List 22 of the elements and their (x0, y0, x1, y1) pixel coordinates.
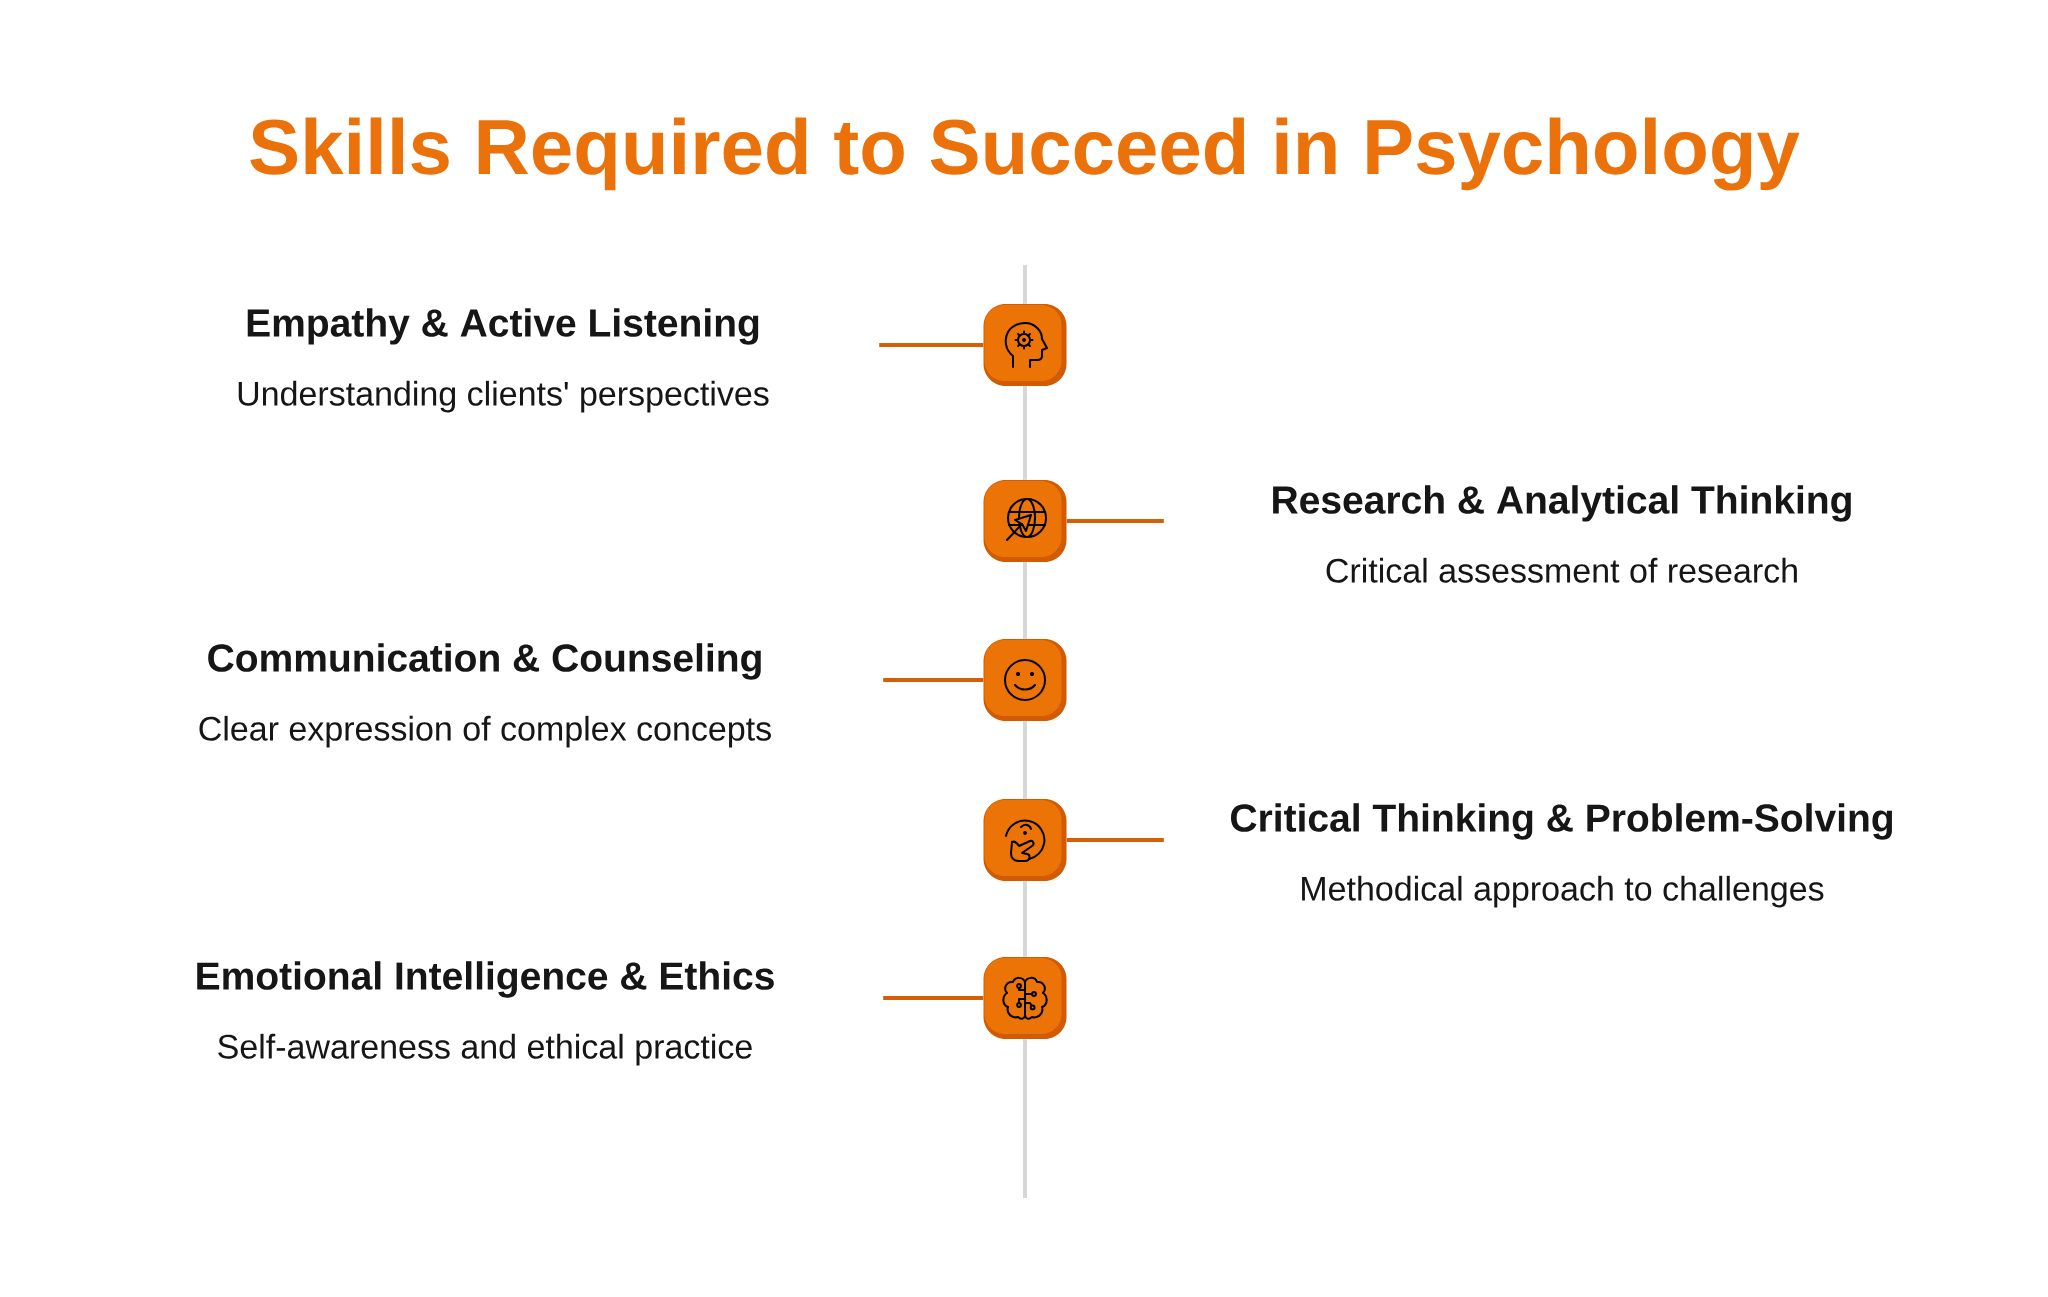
timeline-line (1023, 1039, 1027, 1198)
skill-heading: Empathy & Active Listening (247, 308, 759, 345)
timeline-line (1023, 721, 1027, 799)
timeline-line (1023, 386, 1027, 480)
skill-description: Critical assessment of research (1326, 557, 1797, 583)
skill-heading: Emotional Intelligence & Ethics (197, 961, 774, 998)
skill-heading: Communication & Counseling (208, 643, 761, 680)
connector-line (883, 678, 984, 682)
skill-description: Understanding clients' perspectives (238, 380, 769, 413)
timeline-line (1023, 562, 1027, 639)
skill-description: Methodical approach to challenges (1302, 875, 1824, 908)
connector-line (1066, 519, 1164, 523)
skill-description: Clear expression of complex concepts (199, 715, 771, 748)
title: Skills Required to Succeed in Psychology (250, 117, 1800, 191)
connector-line (883, 996, 984, 1000)
connector-line (879, 343, 984, 347)
skill-heading: Research & Analytical Thinking (1273, 485, 1851, 522)
skill-description: Self-awareness and ethical practice (218, 1033, 752, 1066)
timeline-line (1023, 265, 1027, 304)
skill-heading: Critical Thinking & Problem-Solving (1231, 803, 1893, 840)
connector-line (1066, 838, 1164, 842)
timeline-line (1023, 881, 1027, 957)
